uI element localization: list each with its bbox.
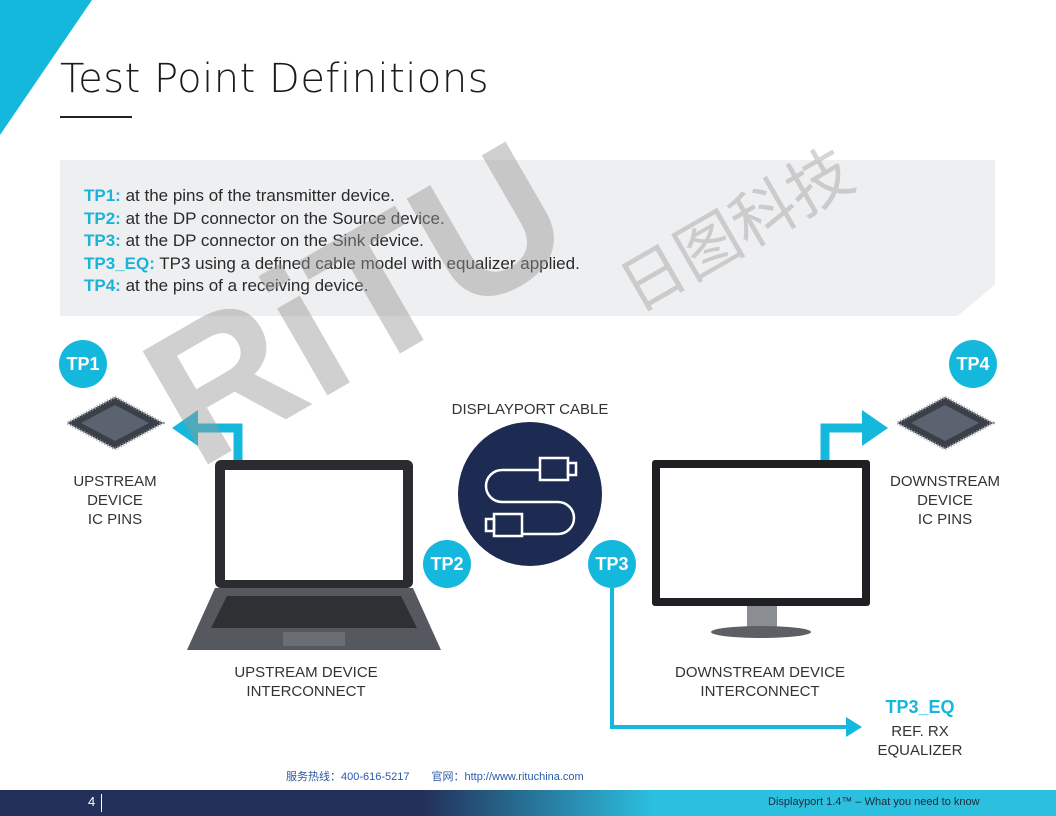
cable-label: DISPLAYPORT CABLE bbox=[451, 401, 609, 418]
upstream-chip-icon bbox=[65, 395, 165, 451]
page-title: Test Point Definitions bbox=[60, 56, 490, 102]
definition-tp1: TP1: at the pins of the transmitter devi… bbox=[84, 186, 395, 205]
downstream-chip-icon bbox=[895, 395, 995, 451]
title-underline bbox=[60, 116, 132, 118]
monitor-icon bbox=[652, 460, 870, 638]
tp3-eq-label: TP3_EQ bbox=[885, 697, 955, 717]
tp4-badge: TP4 bbox=[949, 340, 997, 388]
definition-tp2: TP2: at the DP connector on the Source d… bbox=[84, 209, 445, 228]
laptop-icon bbox=[187, 460, 441, 650]
definitions-box bbox=[60, 160, 995, 316]
tp1-badge: TP1 bbox=[59, 340, 107, 388]
contact-info: 服务热线：400-616-5217 官网：http://www.rituchin… bbox=[286, 771, 584, 783]
displayport-cable-icon bbox=[458, 422, 602, 566]
page-number: 4 bbox=[88, 794, 103, 812]
definition-tp3-eq: TP3_EQ: TP3 using a defined cable model … bbox=[84, 254, 580, 273]
footer-title: Displayport 1.4™ – What you need to know bbox=[768, 796, 980, 808]
definition-tp4: TP4: at the pins of a receiving device. bbox=[84, 276, 369, 295]
tp3-badge: TP3 bbox=[588, 540, 636, 588]
tp2-badge: TP2 bbox=[423, 540, 471, 588]
definition-tp3: TP3: at the DP connector on the Sink dev… bbox=[84, 231, 424, 250]
footer-bar bbox=[0, 790, 1056, 816]
